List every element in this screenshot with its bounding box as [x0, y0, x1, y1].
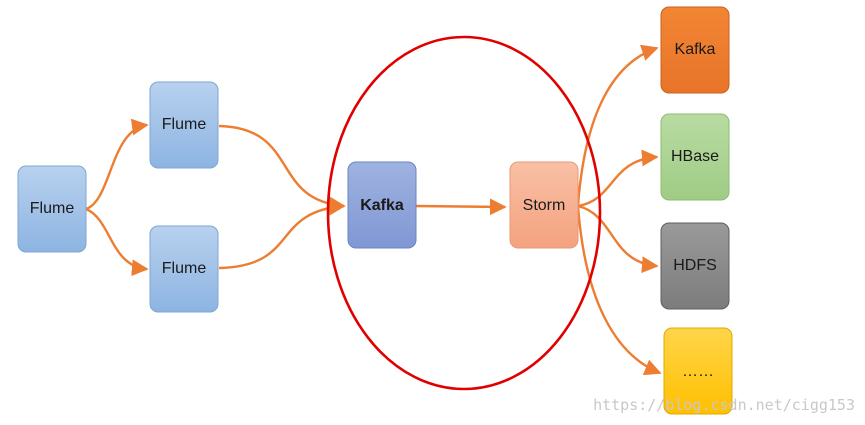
arrow-kafka-to-storm — [415, 198, 507, 216]
node-hdfs-label: HDFS — [673, 257, 717, 274]
arrow-flume-source-to-flume-bottom — [85, 207, 149, 277]
arrow-storm-to-more — [576, 205, 662, 376]
node-flume-source-label: Flume — [30, 200, 75, 217]
node-hbase: HBase — [660, 113, 730, 201]
node-flume-top: Flume — [149, 81, 219, 169]
arrow-storm-to-hdfs — [577, 204, 659, 274]
watermark-text: https://blog.csdn.net/cigg153 — [593, 396, 855, 414]
arrow-flume-top-to-kafka — [218, 124, 346, 214]
node-more: …… — [663, 327, 733, 415]
node-flume-top-label: Flume — [162, 116, 207, 133]
node-kafka-center: Kafka — [347, 161, 417, 249]
arrow-flume-bottom-to-kafka — [218, 198, 346, 270]
node-flume-bottom-label: Flume — [162, 260, 207, 277]
node-kafka-center-label: Kafka — [360, 197, 404, 214]
highlight-ellipse — [326, 35, 602, 391]
node-hbase-label: HBase — [671, 148, 719, 165]
node-kafka-out: Kafka — [660, 6, 730, 94]
node-kafka-out-label: Kafka — [675, 41, 716, 58]
node-more-label: …… — [682, 363, 714, 380]
node-storm-label: Storm — [523, 197, 566, 214]
node-storm: Storm — [509, 161, 579, 249]
arrow-storm-to-kafka-out — [576, 44, 659, 207]
arrow-storm-to-hbase — [577, 149, 659, 208]
node-flume-bottom: Flume — [149, 225, 219, 313]
node-hdfs: HDFS — [660, 222, 730, 310]
node-flume-source: Flume — [17, 165, 87, 253]
arrow-flume-source-to-flume-top — [85, 118, 149, 211]
